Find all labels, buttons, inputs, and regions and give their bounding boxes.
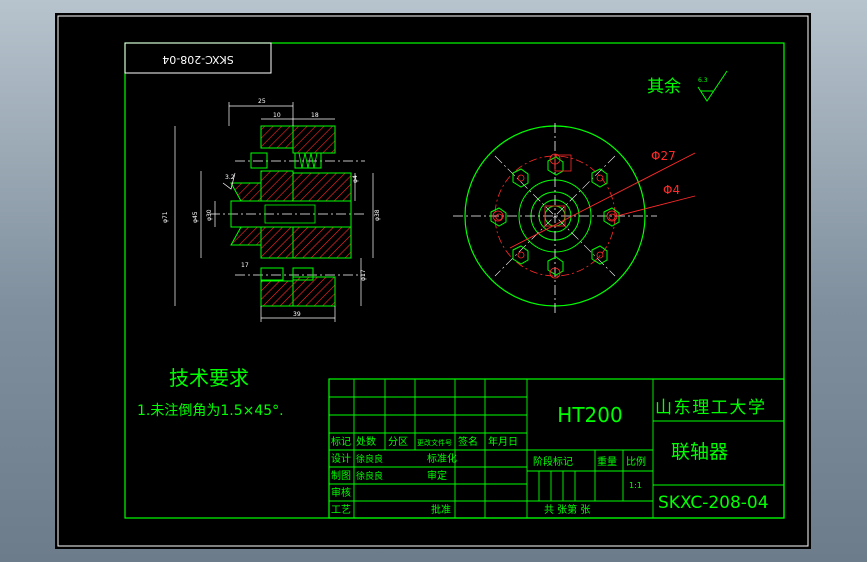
dim-right-lower: φ17 <box>360 269 367 281</box>
dim-bottom-overall: 39 <box>293 311 301 318</box>
bolt-hole-pattern <box>490 156 620 276</box>
tb-header-sign: 签名 <box>458 435 478 448</box>
tb-header-zone: 分区 <box>388 436 408 448</box>
side-dim-pin: Φ4 <box>663 183 680 197</box>
tb-weight-label: 重量 <box>597 455 617 468</box>
tb-name-design: 徐良良 <box>356 453 383 465</box>
tech-requirements: 技术要求 1.未注倒角为1.5×45°. <box>137 366 284 419</box>
stamp-box: SKXC-208-04 <box>124 42 272 74</box>
roughness-value: 6.3 <box>698 77 708 84</box>
dim-right-bore: φ38 <box>374 209 381 221</box>
dim-mid-shaft: φ30 <box>206 209 213 221</box>
tb-drawing-no: SKXC-208-04 <box>658 493 769 513</box>
tb-role-check: 审核 <box>331 486 351 499</box>
roughness-note: 其余 6.3 <box>647 70 728 102</box>
roughness-label: 其余 <box>647 77 681 97</box>
dim-right-hole: φ4 <box>352 175 359 183</box>
tb-material: HT200 <box>557 403 622 427</box>
dim-top-right: 18 <box>311 112 319 119</box>
tb-header-date: 年月日 <box>488 435 518 448</box>
bolt-bottom <box>260 267 314 281</box>
tb-header-change: 更改文件号 <box>417 438 452 447</box>
roughness-small-symbol <box>222 172 236 190</box>
dim-left-outer: φ71 <box>162 211 169 223</box>
side-end-view: Φ27 Φ4 <box>453 123 696 313</box>
stamp-code: SKXC-208-04 <box>162 53 234 66</box>
dim-left-inner: φ45 <box>192 211 199 223</box>
tb-header-mark: 标记 <box>331 436 351 448</box>
tb-role-draw: 制图 <box>331 469 351 482</box>
tb-sheets: 共 张第 张 <box>544 503 590 516</box>
tech-title: 技术要求 <box>169 366 249 390</box>
tb-scale-value: 1:1 <box>629 481 642 490</box>
tb-std-draw: 审定 <box>427 469 447 482</box>
title-block: 标记 处数 分区 更改文件号 签名 年月日 设计 徐良良 标准化 制图 徐良良 … <box>328 378 785 519</box>
front-section-view: 25 10 18 φ71 φ45 φ30 φ4 φ38 φ17 17 39 3.… <box>162 98 381 322</box>
drawing-sheet: SKXC-208-04 其余 6.3 <box>55 13 811 549</box>
roughness-symbol <box>697 70 728 102</box>
tb-header-count: 处数 <box>356 435 376 448</box>
tb-name-draw: 徐良良 <box>356 470 383 482</box>
bolt-top <box>250 152 322 169</box>
tb-std-approve: 批准 <box>431 503 451 516</box>
tb-stage-label: 阶段标记 <box>533 455 573 468</box>
tb-role-process: 工艺 <box>331 504 351 516</box>
dim-inner-step: 17 <box>241 262 249 269</box>
dim-roughness-small: 3.2 <box>225 174 235 181</box>
tech-item-1: 1.未注倒角为1.5×45°. <box>137 403 284 419</box>
side-dim-hole: Φ27 <box>651 149 676 163</box>
tb-part-name: 联轴器 <box>671 441 728 463</box>
sheet-outer-border <box>57 15 809 547</box>
tb-scale-label: 比例 <box>626 455 646 468</box>
tb-std-design: 标准化 <box>427 452 457 465</box>
drawing-canvas: SKXC-208-04 其余 6.3 <box>57 15 809 547</box>
tb-school: 山东理工大学 <box>655 398 765 418</box>
dim-top-overall: 25 <box>258 98 266 105</box>
tb-role-design: 设计 <box>331 452 351 465</box>
dim-top-left: 10 <box>273 112 281 119</box>
